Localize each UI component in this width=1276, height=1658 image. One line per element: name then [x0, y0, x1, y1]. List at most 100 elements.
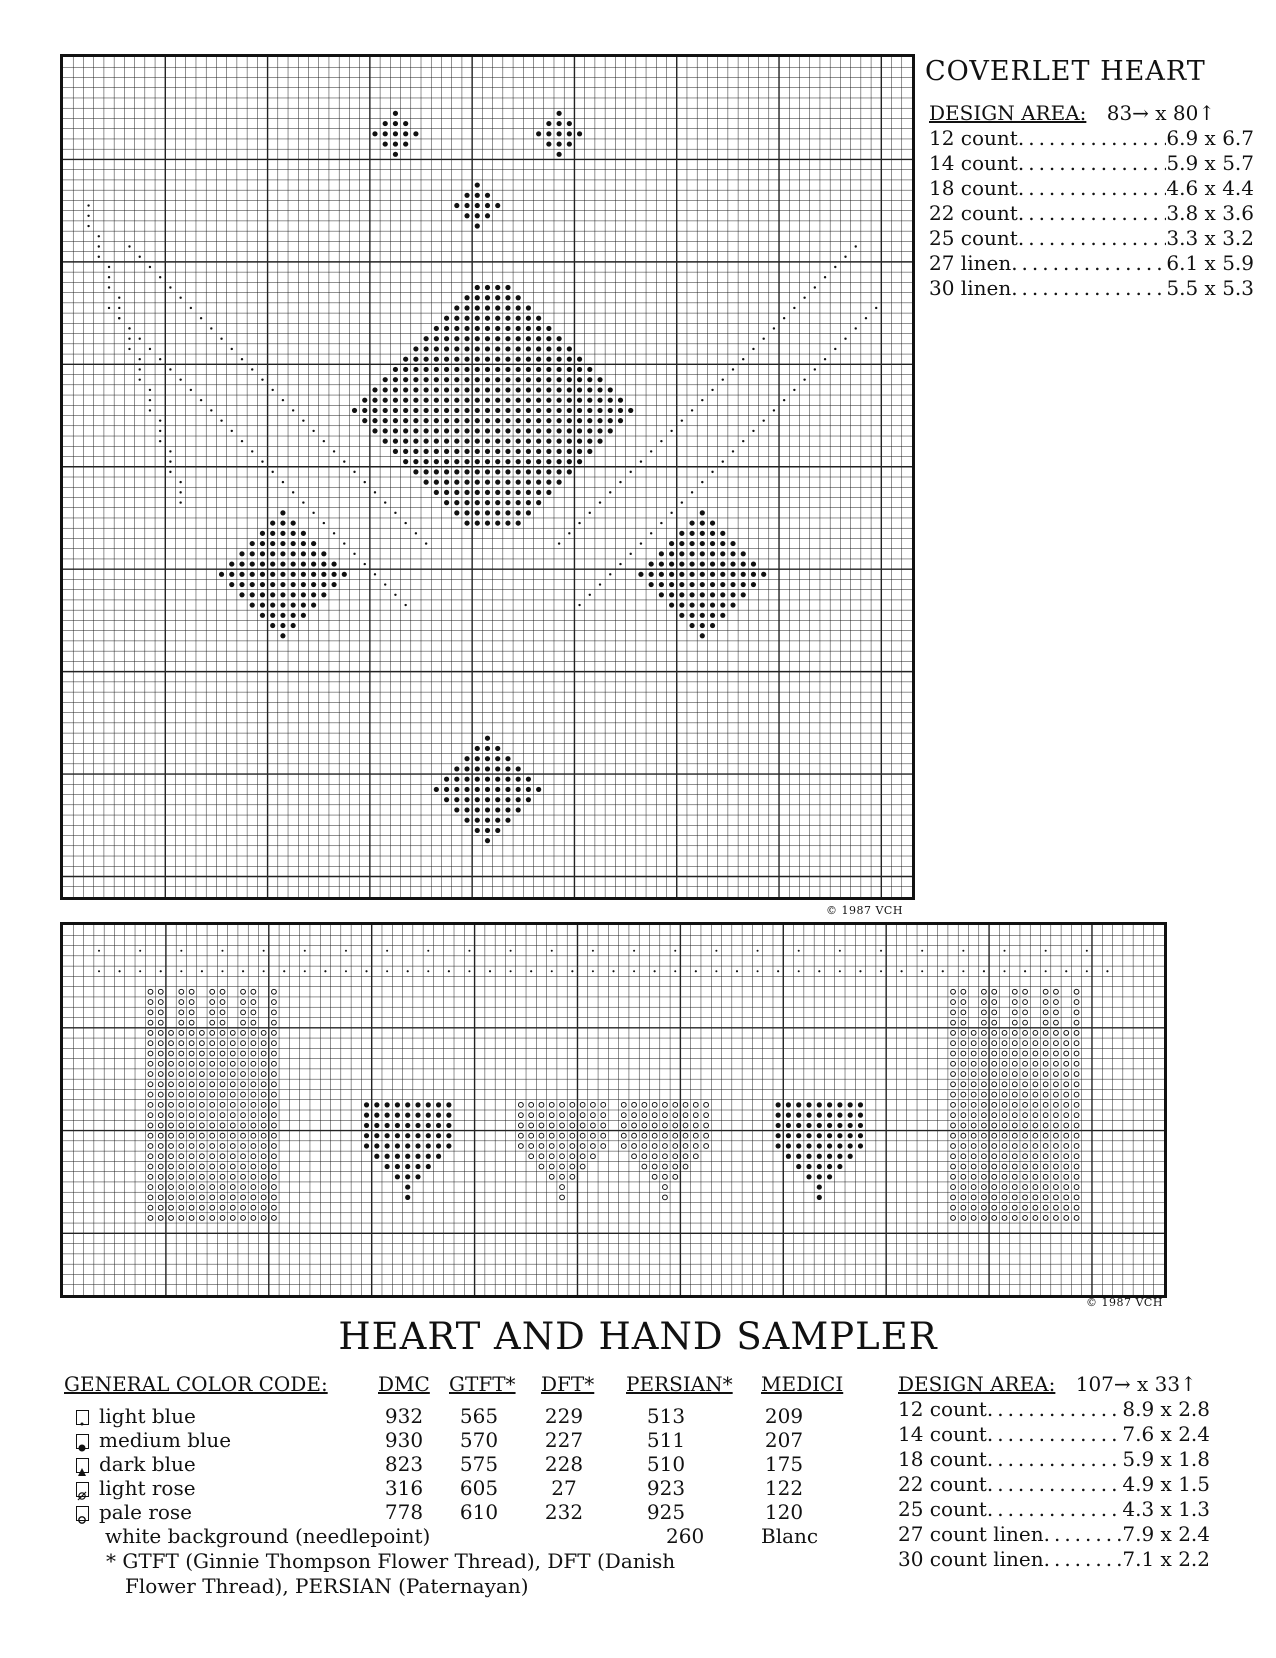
leader-dots: ..............................: [1017, 201, 1167, 225]
size-row: 18 count ..............................5…: [898, 1447, 1210, 1472]
size-row: 12 count ..............................6…: [929, 126, 1254, 151]
leader-dots: ..............................: [986, 1422, 1123, 1446]
leader-dots: ..............................: [1017, 151, 1167, 175]
color-dft-value: 229: [544, 1404, 584, 1428]
sampler-size-list: 12 count ..............................8…: [898, 1397, 1210, 1572]
leader-dots: ..............................: [1017, 126, 1167, 150]
background-row-persian: 260: [666, 1524, 705, 1548]
footnote-line-2: Flower Thread), PERSIAN (Paternayan): [125, 1574, 529, 1598]
color-gtft-value: 605: [459, 1476, 499, 1500]
size-label: 14 count: [898, 1422, 987, 1446]
size-row: 22 count ..............................3…: [929, 201, 1254, 226]
color-gtft-value: 575: [459, 1452, 499, 1476]
color-dmc-value: 932: [384, 1404, 424, 1428]
leader-dots: ..............................: [986, 1397, 1123, 1421]
size-value: 5.9 x 5.7: [1166, 151, 1254, 175]
coverlet-chart-grid: [63, 57, 912, 897]
size-label: 12 count: [929, 126, 1018, 150]
color-medici-value: 207: [764, 1428, 804, 1452]
size-label: 22 count: [929, 201, 1018, 225]
coverlet-title: COVERLET HEART: [925, 56, 1206, 87]
color-name: dark blue: [99, 1452, 196, 1476]
size-label: 27 linen: [929, 251, 1012, 275]
color-dmc-value: 316: [384, 1476, 424, 1500]
size-value: 6.9 x 6.7: [1166, 126, 1254, 150]
size-label: 30 count linen: [898, 1547, 1044, 1571]
size-row: 27 count linen .........................…: [898, 1522, 1210, 1547]
color-dft-value: 227: [544, 1428, 584, 1452]
size-label: 18 count: [898, 1447, 987, 1471]
leader-dots: ..............................: [1011, 276, 1167, 300]
size-row: 14 count ..............................7…: [898, 1422, 1210, 1447]
size-value: 5.5 x 5.3: [1166, 276, 1254, 300]
leader-dots: ..............................: [1043, 1547, 1123, 1571]
dot-symbol-icon: [76, 1410, 89, 1426]
size-row: 30 count linen .........................…: [898, 1547, 1210, 1572]
coverlet-copyright: © 1987 VCH: [826, 904, 903, 917]
color-dmc-value: 823: [384, 1452, 424, 1476]
size-row: 25 count ..............................3…: [929, 226, 1254, 251]
size-value: 7.1 x 2.2: [1122, 1547, 1210, 1571]
col-dmc: DMC: [378, 1372, 430, 1396]
coverlet-size-list: 12 count ..............................6…: [929, 126, 1254, 301]
leader-dots: ..............................: [986, 1447, 1123, 1471]
leader-dots: ..............................: [986, 1472, 1123, 1496]
size-value: 3.8 x 3.6: [1166, 201, 1254, 225]
color-persian-value: 925: [646, 1500, 686, 1524]
color-dmc-value: 778: [384, 1500, 424, 1524]
coverlet-design-area-value: 83→ x 80↑: [1106, 101, 1216, 125]
color-medici-value: 209: [764, 1404, 804, 1428]
size-value: 8.9 x 2.8: [1122, 1397, 1210, 1421]
size-label: 27 count linen: [898, 1522, 1044, 1546]
leader-dots: ..............................: [1017, 176, 1167, 200]
coverlet-design-area-label: DESIGN AREA:: [929, 101, 1087, 125]
sampler-design-area-label: DESIGN AREA:: [898, 1372, 1056, 1396]
col-persian: PERSIAN*: [626, 1372, 733, 1396]
size-label: 18 count: [929, 176, 1018, 200]
size-value: 4.9 x 1.5: [1122, 1472, 1210, 1496]
circle-symbol-icon: [76, 1506, 89, 1524]
footnote-line-1: * GTFT (Ginnie Thompson Flower Thread), …: [106, 1549, 676, 1573]
color-medici-value: 122: [764, 1476, 804, 1500]
size-row: 14 count ..............................5…: [929, 151, 1254, 176]
size-label: 14 count: [929, 151, 1018, 175]
size-value: 5.9 x 1.8: [1122, 1447, 1210, 1471]
background-row-medici: Blanc: [761, 1524, 819, 1548]
size-label: 30 linen: [929, 276, 1012, 300]
color-gtft-value: 570: [459, 1428, 499, 1452]
color-gtft-value: 565: [459, 1404, 499, 1428]
color-name: pale rose: [99, 1500, 193, 1524]
col-medici: MEDICI: [761, 1372, 844, 1396]
color-persian-value: 923: [646, 1476, 686, 1500]
size-label: 25 count: [929, 226, 1018, 250]
color-dmc-value: 930: [384, 1428, 424, 1452]
color-medici-value: 120: [764, 1500, 804, 1524]
size-value: 4.6 x 4.4: [1166, 176, 1254, 200]
coverlet-design-area: DESIGN AREA: 83→ x 80↑: [929, 101, 1215, 125]
sampler-chart: [60, 922, 1167, 1298]
color-code-header: GENERAL COLOR CODE:: [64, 1372, 328, 1396]
background-row-name: white background (needlepoint): [105, 1524, 431, 1548]
size-row: 18 count ..............................4…: [929, 176, 1254, 201]
size-value: 7.6 x 2.4: [1122, 1422, 1210, 1446]
triangle-symbol-icon: [76, 1458, 89, 1476]
sampler-title: HEART AND HAND SAMPLER: [338, 1315, 938, 1358]
coverlet-heart-chart: [60, 54, 915, 900]
size-row: 25 count ..............................4…: [898, 1497, 1210, 1522]
leader-dots: ..............................: [1017, 226, 1167, 250]
size-row: 12 count ..............................8…: [898, 1397, 1210, 1422]
leader-dots: ..............................: [1043, 1522, 1123, 1546]
filled-symbol-icon: [76, 1434, 89, 1452]
color-dft-value: 27: [551, 1476, 577, 1500]
leader-dots: ..............................: [1011, 251, 1167, 275]
size-row: 27 linen ..............................6…: [929, 251, 1254, 276]
color-persian-value: 511: [646, 1428, 686, 1452]
color-name: medium blue: [99, 1428, 232, 1452]
size-label: 12 count: [898, 1397, 987, 1421]
color-code-table: GENERAL COLOR CODE: DMC GTFT* DFT* PERSI…: [64, 1372, 884, 1612]
size-value: 7.9 x 2.4: [1122, 1522, 1210, 1546]
size-value: 6.1 x 5.9: [1166, 251, 1254, 275]
color-dft-value: 228: [544, 1452, 584, 1476]
color-gtft-value: 610: [459, 1500, 499, 1524]
sampler-copyright: © 1987 VCH: [1086, 1296, 1163, 1309]
